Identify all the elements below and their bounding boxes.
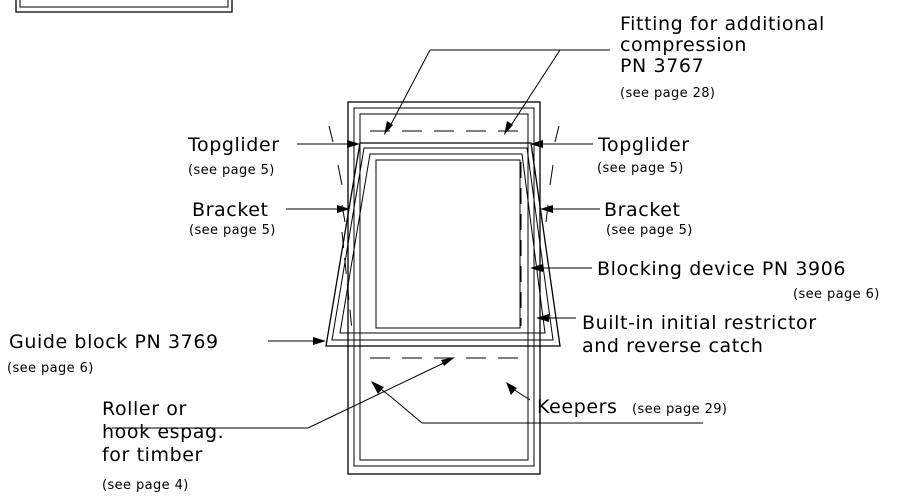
fitting-label-line3: PN 3767 <box>620 55 704 77</box>
fitting-label-line2: compression <box>620 34 747 56</box>
leader-topglider-left <box>297 140 360 148</box>
topglider-right-label: Topglider <box>597 134 690 156</box>
topglider-left-label: Topglider <box>187 134 280 156</box>
leader-roller <box>112 357 455 429</box>
blocking-device-label: Blocking device PN 3906 <box>597 258 846 280</box>
leader-bracket-left <box>286 205 350 213</box>
restrictor-label-line1: Built-in initial restrictor <box>582 312 817 334</box>
leader-topglider-right <box>530 140 593 148</box>
roller-label-line2: hook espag. <box>102 421 224 443</box>
keepers-label: Keepers <box>537 396 618 418</box>
bracket-left-label: Bracket <box>192 199 269 221</box>
side-dash-hints <box>328 125 560 331</box>
guide-block-label: Guide block PN 3769 <box>9 331 219 353</box>
fitting-label-line1: Fitting for additional <box>620 13 825 35</box>
blocking-device-ref: (see page 6) <box>793 287 880 302</box>
corner-box-fragment <box>15 0 233 13</box>
bracket-right-ref: (see page 5) <box>606 223 693 238</box>
topglider-right-ref: (see page 5) <box>597 161 684 176</box>
keepers-ref: (see page 29) <box>632 402 727 417</box>
leader-restrictor <box>536 314 576 322</box>
roller-ref: (see page 4) <box>102 478 189 493</box>
leader-blocking <box>530 264 592 272</box>
fitting-ref: (see page 28) <box>620 86 715 101</box>
glazing-area <box>375 159 521 329</box>
roller-label-line3: for timber <box>102 444 203 466</box>
leader-guide-block <box>268 337 326 345</box>
roller-label-line1: Roller or <box>102 398 187 420</box>
leader-keepers <box>371 381 703 424</box>
leader-fitting <box>384 49 610 135</box>
bracket-right-label: Bracket <box>604 199 681 221</box>
guide-block-ref: (see page 6) <box>7 361 94 376</box>
leader-bracket-right <box>540 205 600 213</box>
tilted-sash <box>325 142 561 347</box>
restrictor-label-line2: and reverse catch <box>582 335 763 357</box>
outer-frame <box>347 101 541 475</box>
topglider-left-ref: (see page 5) <box>188 163 275 178</box>
bracket-left-ref: (see page 5) <box>189 223 276 238</box>
